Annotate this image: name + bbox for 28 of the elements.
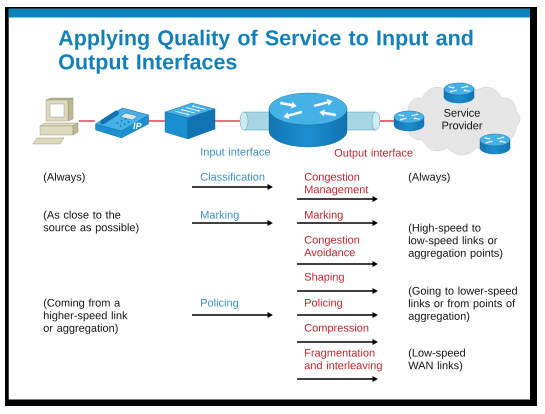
mechanism-label: Policing xyxy=(305,298,342,309)
connector-line xyxy=(78,120,95,122)
mechanism-label: Congestion Management xyxy=(304,172,368,196)
mechanism-label: Shaping xyxy=(304,272,344,283)
mechanism-label: Classification xyxy=(200,172,264,181)
ip-phone: IP xyxy=(95,108,149,138)
mechanism-label: Fragmentation and interleaving xyxy=(304,348,382,372)
connector-line xyxy=(148,120,165,122)
mechanism-label: Marking xyxy=(201,210,239,221)
note-text: (As close to the source as possible) xyxy=(44,210,138,234)
title: Applying Quality of Service to Input and Output Interfaces xyxy=(58,30,472,74)
mechanism-label: Congestion Avoidance xyxy=(304,236,360,256)
note-text: (Always) xyxy=(44,172,85,183)
router xyxy=(268,92,348,148)
connector-line xyxy=(215,120,240,122)
note-text: (Always) xyxy=(408,172,450,183)
mechanism-label: Compression xyxy=(304,324,368,334)
note-text: (Coming from a higher-speed link or aggregation) xyxy=(44,298,128,334)
router xyxy=(394,110,424,132)
interface-label: Input interface xyxy=(201,148,270,158)
network-switch xyxy=(164,102,216,140)
connector-line xyxy=(380,120,394,122)
note-text: (Low-speed WAN links) xyxy=(408,348,465,372)
mechanism-label: Policing xyxy=(201,298,238,309)
note-text: (High-speed to low-speed links or aggregation points) xyxy=(408,224,502,260)
note-text: (Going to lower-speed links or from points of aggregation) xyxy=(408,286,517,322)
desktop-computer xyxy=(32,98,78,144)
mechanism-label: Marking xyxy=(305,210,343,221)
